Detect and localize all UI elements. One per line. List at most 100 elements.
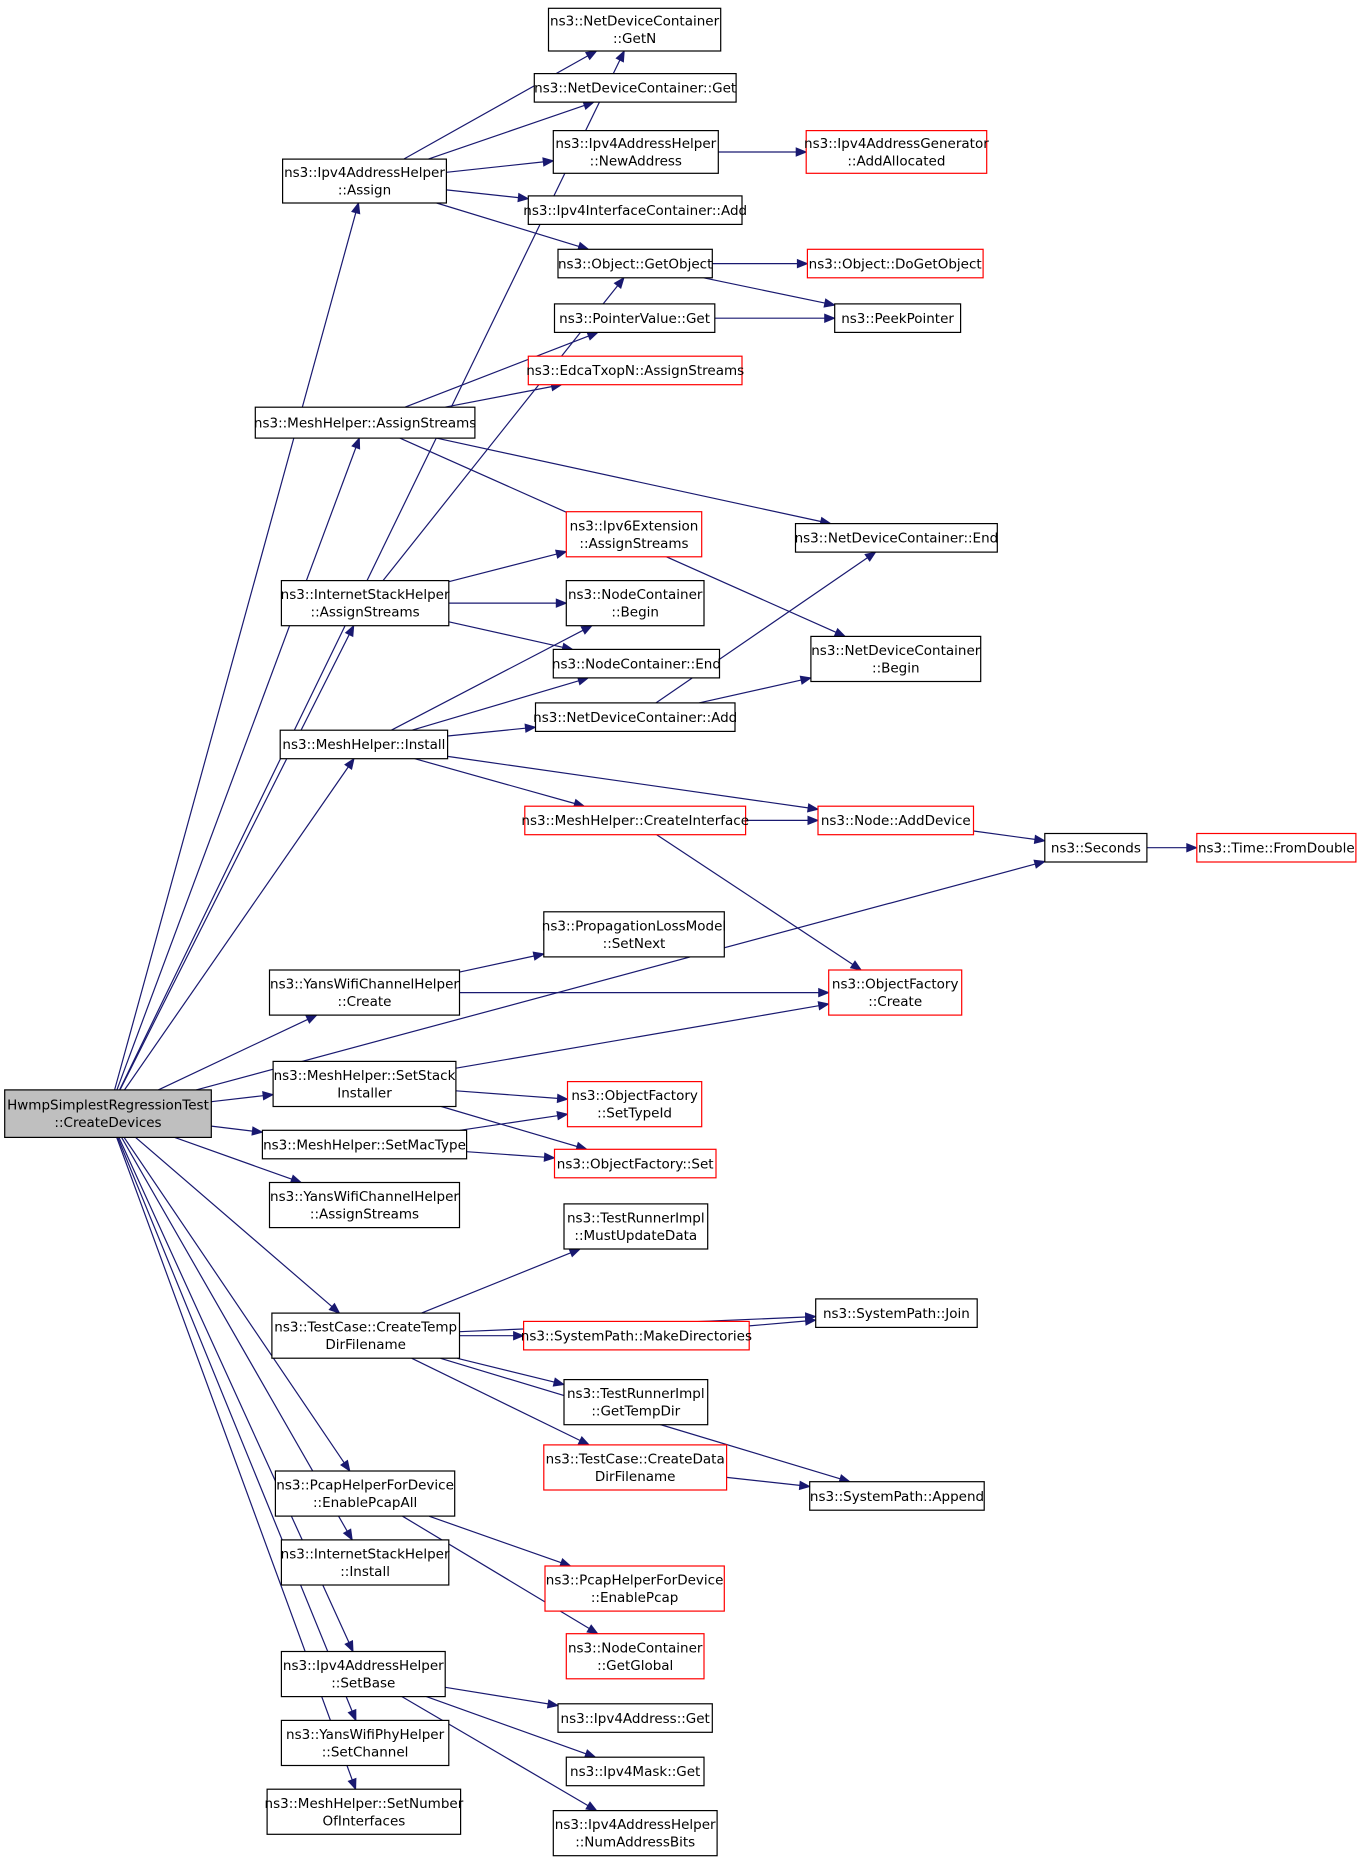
node-phfd-enablepcap[interactable]: ns3::PcapHelperForDevice::EnablePcap: [544, 1565, 725, 1612]
node-meshhelper-install[interactable]: ns3::MeshHelper::Install: [279, 729, 449, 760]
node-box: [280, 1650, 446, 1698]
node-object-dogetobject[interactable]: ns3::Object::DoGetObject: [806, 248, 984, 279]
node-ywph-setchannel[interactable]: ns3::YansWifiPhyHelper::SetChannel: [280, 1719, 450, 1767]
edge-testcase-createtempdirfilename-to-tri-mustupdatedata: [421, 1248, 582, 1314]
node-ndc-getn[interactable]: ns3::NetDeviceContainer::GetN: [547, 7, 722, 52]
node-label: ns3::SystemPath::Append: [810, 1489, 984, 1505]
node-pointervalue-get[interactable]: ns3::PointerValue::Get: [553, 303, 716, 333]
node-ndc-end[interactable]: ns3::NetDeviceContainer::End: [795, 522, 999, 553]
arrowhead-icon: [807, 803, 820, 813]
node-ywch-create[interactable]: ns3::YansWifiChannelHelper::Create: [268, 969, 461, 1016]
node-box: [805, 130, 988, 174]
arrowhead-icon: [340, 1459, 351, 1473]
edge-object-getobject-to-peekpointer: [703, 277, 837, 308]
node-ipv4ic-add[interactable]: ns3::Ipv4InterfaceContainer::Add: [523, 195, 747, 225]
node-ipv4ah-numaddressbits[interactable]: ns3::Ipv4AddressHelper::NumAddressBits: [552, 1809, 718, 1857]
node-ipv4ah-setbase[interactable]: ns3::Ipv4AddressHelper::SetBase: [280, 1650, 446, 1698]
node-nc-end[interactable]: ns3::NodeContainer::End: [552, 648, 721, 679]
node-peekpointer[interactable]: ns3::PeekPointer: [834, 303, 962, 333]
node-time-fromdouble[interactable]: ns3::Time::FromDouble: [1196, 832, 1357, 863]
node-of-settypeid[interactable]: ns3::ObjectFactory::SetTypeId: [566, 1080, 703, 1128]
node-label: DirFilename: [595, 1469, 676, 1485]
node-ywch-assignstreams[interactable]: ns3::YansWifiChannelHelper::AssignStream…: [268, 1181, 461, 1229]
node-ndc-add[interactable]: ns3::NetDeviceContainer::Add: [533, 702, 737, 733]
node-ipv4ag-addallocated[interactable]: ns3::Ipv4AddressGenerator::AddAllocated: [804, 130, 989, 174]
arrowhead-icon: [1033, 859, 1047, 869]
edge-line: [196, 863, 1036, 1091]
node-object-getobject[interactable]: ns3::Object::GetObject: [557, 248, 713, 279]
node-ipv4address-get[interactable]: ns3::Ipv4Address::Get: [557, 1703, 713, 1733]
node-nc-begin[interactable]: ns3::NodeContainer::Begin: [565, 579, 705, 627]
arrowhead-icon: [798, 1480, 812, 1491]
node-nc-getglobal[interactable]: ns3::NodeContainer::GetGlobal: [565, 1633, 705, 1680]
node-box: [279, 729, 449, 760]
edge-line: [174, 1136, 293, 1180]
node-box: [552, 648, 721, 679]
node-of-create[interactable]: ns3::ObjectFactory::Create: [828, 969, 963, 1016]
node-node-adddevice[interactable]: ns3::Node::AddDevice: [817, 805, 975, 836]
arrowhead-icon: [586, 331, 600, 341]
node-label: ns3::NetDeviceContainer: [550, 14, 720, 30]
node-ipv4mask-get[interactable]: ns3::Ipv4Mask::Get: [565, 1756, 705, 1787]
node-phfd-enablepcapall[interactable]: ns3::PcapHelperForDevice::EnablePcapAll: [274, 1470, 456, 1517]
edge-line: [421, 1252, 571, 1314]
edge-line: [382, 285, 619, 581]
node-tri-mustupdatedata[interactable]: ns3::TestRunnerImpl::MustUpdateData: [563, 1203, 709, 1250]
arrowhead-icon: [555, 549, 568, 559]
edge-line: [446, 161, 544, 173]
node-label: ::AssignStreams: [311, 605, 420, 621]
node-box: [810, 635, 982, 683]
edge-ipv4ah-setbase-to-ipv4address-get: [445, 1686, 560, 1709]
node-of-set[interactable]: ns3::ObjectFactory::Set: [553, 1148, 717, 1179]
edge-ipv4ah-assign-to-object-getobject: [436, 202, 590, 251]
node-ndc-begin[interactable]: ns3::NetDeviceContainer::Begin: [810, 635, 982, 683]
node-box: [557, 248, 713, 279]
node-label: ns3::PropagationLossModel: [542, 918, 726, 934]
edge-line: [703, 277, 826, 304]
edge-root-to-meshhelper-setmactype: [211, 1125, 264, 1136]
edge-meshhelper-createinterface-to-node-adddevice: [745, 815, 820, 826]
edge-line: [973, 830, 1035, 840]
node-systempath-makedirectories[interactable]: ns3::SystemPath::MakeDirectories: [521, 1320, 752, 1351]
node-label: ns3::MeshHelper::SetNumber: [265, 1796, 464, 1812]
node-ndc-get[interactable]: ns3::NetDeviceContainer::Get: [533, 72, 737, 103]
arrowhead-icon: [344, 624, 355, 638]
node-ish-install[interactable]: ns3::InternetStackHelper::Install: [280, 1539, 450, 1586]
arrowhead-icon: [347, 1777, 357, 1791]
node-tri-gettempdir[interactable]: ns3::TestRunnerImpl::GetTempDir: [563, 1378, 709, 1426]
node-edcatxopn-assignstreams[interactable]: ns3::EdcaTxopN::AssignStreams: [526, 355, 744, 386]
node-box: [271, 1312, 461, 1359]
node-meshhelper-assignstreams[interactable]: ns3::MeshHelper::AssignStreams: [254, 406, 476, 439]
node-box: [280, 1539, 450, 1586]
arrowhead-icon: [833, 627, 847, 637]
node-systempath-append[interactable]: ns3::SystemPath::Append: [809, 1481, 985, 1511]
edge-root-to-ndc-getn: [119, 49, 625, 1091]
edge-line: [448, 621, 563, 648]
node-seconds[interactable]: ns3::Seconds: [1044, 832, 1148, 863]
node-label: ns3::Object::DoGetObject: [809, 256, 982, 272]
node-systempath-join[interactable]: ns3::SystemPath::Join: [815, 1298, 978, 1329]
node-ipv6ext-assignstreams[interactable]: ns3::Ipv6Extension::AssignStreams: [565, 511, 703, 558]
node-label: ns3::NodeContainer: [568, 1640, 703, 1656]
node-meshhelper-setmactype[interactable]: ns3::MeshHelper::SetMacType: [261, 1129, 468, 1160]
node-meshhelper-createinterface[interactable]: ns3::MeshHelper::CreateInterface: [521, 805, 749, 836]
node-plm-setnext[interactable]: ns3::PropagationLossModel::SetNext: [542, 911, 726, 958]
node-label: ns3::MeshHelper::SetMacType: [263, 1137, 466, 1153]
node-ipv4ah-assign[interactable]: ns3::Ipv4AddressHelper::Assign: [282, 158, 448, 204]
node-label: ::Install: [340, 1564, 390, 1580]
node-root[interactable]: HwmpSimplestRegressionTest::CreateDevice…: [4, 1089, 212, 1139]
edge-meshhelper-assignstreams-to-edcatxopn-assignstreams: [444, 382, 563, 408]
arrowhead-icon: [262, 1091, 275, 1101]
arrowhead-icon: [305, 1014, 318, 1024]
edge-meshhelper-setstackinstaller-to-of-settypeid: [455, 1090, 569, 1104]
node-ipv4ah-newaddress[interactable]: ns3::Ipv4AddressHelper::NewAddress: [552, 130, 719, 174]
edge-line: [749, 1320, 806, 1327]
node-label: ns3::NetDeviceContainer::Add: [533, 710, 737, 726]
arrowhead-icon: [251, 1126, 264, 1136]
node-ish-assignstreams[interactable]: ns3::InternetStackHelper::AssignStreams: [281, 579, 450, 627]
edge-testcase-createtempdirfilename-to-testcase-createdatadirfilename: [411, 1357, 591, 1446]
